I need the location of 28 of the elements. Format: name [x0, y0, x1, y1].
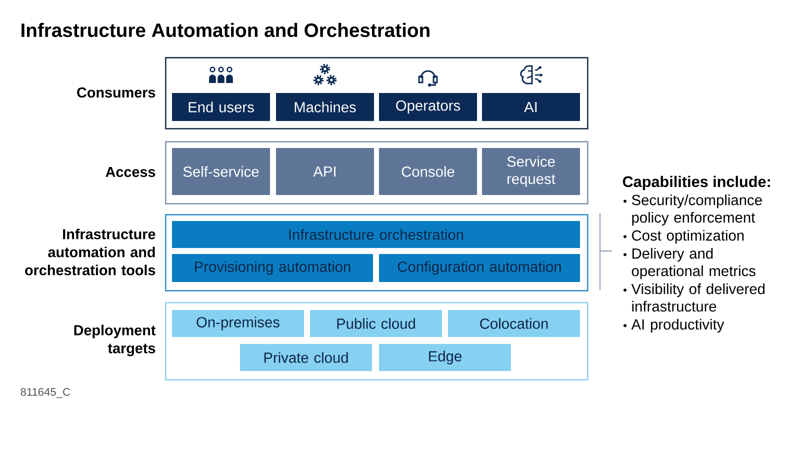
section-heading: Consumers: [77, 87, 156, 98]
item-box: End users: [172, 93, 270, 121]
list-heading: Capabilities include:: [622, 176, 770, 190]
bullet-item: Security/compliance policy enforcement: [632, 194, 762, 226]
item-box: Configuration automation: [379, 254, 580, 282]
item-box: API: [276, 148, 374, 195]
section-heading: Deployment targets: [74, 324, 156, 356]
item-box: Console: [379, 148, 477, 195]
item-box: Private cloud: [240, 344, 372, 371]
section-heading: Access: [106, 166, 156, 178]
bullet-item: Cost optimization: [632, 230, 744, 244]
bullet-item: Delivery and operational metrics: [632, 248, 756, 280]
item-box: Edge: [379, 344, 511, 371]
item-box: Operators: [379, 93, 477, 121]
bullet-item: AI productivity: [631, 318, 724, 333]
figure-id: 811645_C: [20, 388, 70, 398]
bullet-item: Visibility of delivered infrastructure: [631, 283, 765, 312]
item-box: Colocation: [448, 310, 580, 337]
item-box: On-premises: [172, 310, 304, 337]
item-box: Service request: [482, 148, 580, 195]
title: Infrastructure Automation and Orchestration: [22, 22, 430, 38]
item-box: AI: [482, 93, 580, 121]
section-heading: Infrastructure automation and orchestration tools: [25, 228, 156, 276]
item-box: Public cloud: [310, 310, 442, 337]
item-box: Self-service: [172, 148, 270, 195]
item-box: Machines: [276, 93, 374, 121]
item-box: Provisioning automation: [172, 254, 373, 282]
item-box: Infrastructure orchestration: [172, 221, 580, 248]
